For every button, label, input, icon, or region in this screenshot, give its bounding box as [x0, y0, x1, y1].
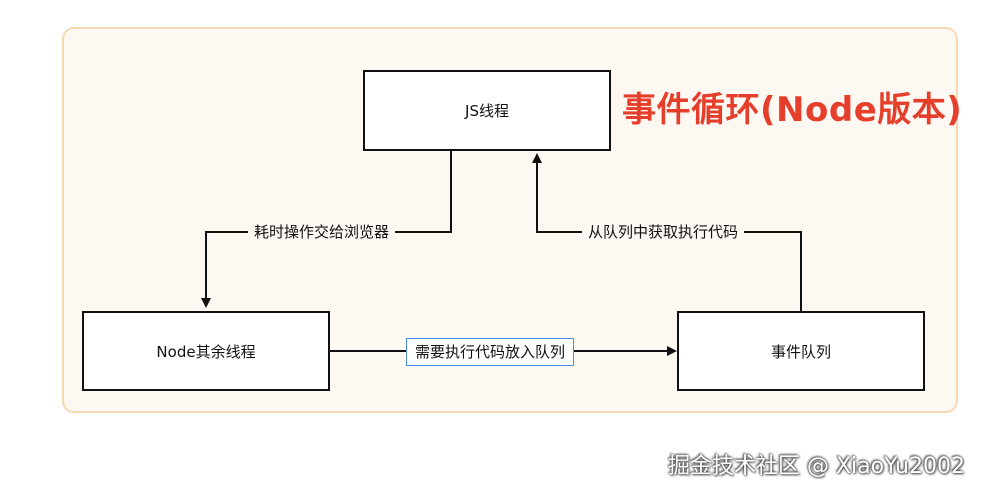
edge-label-to-queue: 需要执行代码放入队列 — [406, 338, 575, 366]
js-thread-label: JS线程 — [465, 102, 509, 120]
event-queue-label: 事件队列 — [770, 342, 831, 361]
node-other-threads-box: Node其余线程 — [82, 311, 330, 391]
js-thread-box: JS线程 — [363, 70, 611, 151]
event-queue-box: 事件队列 — [677, 311, 925, 391]
watermark: 掘金技术社区 @ XiaoYu2002 — [668, 454, 965, 479]
edge-label-to-browser: 耗时操作交给浏览器 — [248, 221, 396, 243]
diagram-title: 事件循环(Node版本) — [622, 90, 963, 130]
edge-label-from-queue: 从队列中获取执行代码 — [582, 221, 745, 243]
node-other-threads-label: Node其余线程 — [156, 342, 256, 361]
